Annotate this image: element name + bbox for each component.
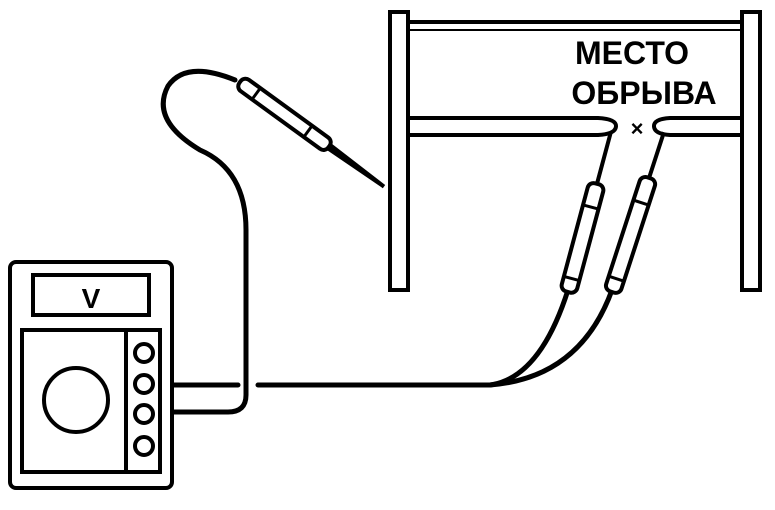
- conductor-right-segment: [651, 116, 744, 137]
- lead-second: [487, 287, 615, 388]
- break-point-marker: ×: [631, 116, 644, 141]
- multimeter-display-text: V: [82, 283, 101, 314]
- frame-right-post: [740, 10, 762, 292]
- top-probe: [236, 76, 386, 189]
- lead-to-top-probe: [157, 68, 249, 415]
- break-probe-right: [603, 131, 666, 295]
- broken-conductor: [406, 116, 744, 137]
- jack-3: [133, 403, 155, 425]
- multimeter-display: [31, 273, 151, 317]
- jack-4: [133, 435, 155, 457]
- jack-1: [133, 342, 155, 364]
- frame-left-post: [388, 10, 410, 292]
- jack-2: [133, 373, 155, 395]
- break-label-line1: МЕСТО: [575, 35, 689, 71]
- multimeter: [8, 260, 174, 490]
- break-probe-left: [559, 133, 613, 295]
- lead-main: [157, 287, 571, 388]
- break-label-line2: ОБРЫВА: [571, 75, 716, 111]
- conductor-left-segment: [406, 116, 619, 137]
- range-dial: [42, 366, 110, 434]
- circuit-frame: [388, 10, 762, 292]
